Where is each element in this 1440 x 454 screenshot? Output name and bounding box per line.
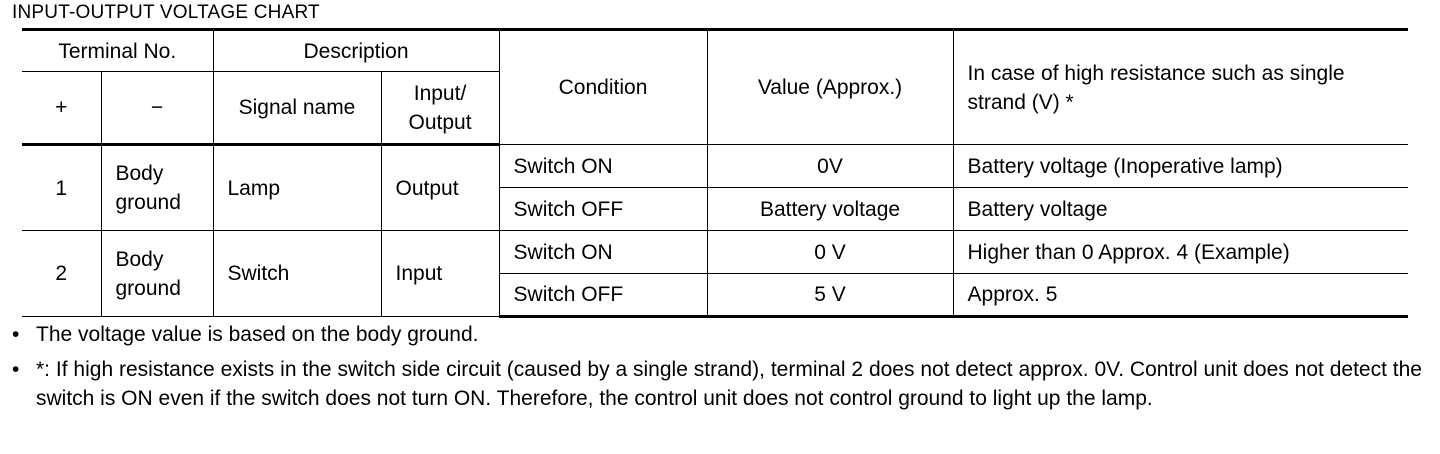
table-row: Switch OFF 5 V Approx. 5	[22, 273, 1409, 318]
condition-cell: Switch OFF	[498, 187, 708, 231]
high-resistance-cell: Approx. 5	[952, 273, 1409, 318]
note-text: The voltage value is based on the body g…	[36, 323, 479, 346]
table-row: 1 Body ground Lamp Output Switch ON 0V B…	[22, 144, 1409, 231]
high-resistance-cell: Battery voltage	[952, 187, 1409, 231]
chart-title: INPUT-OUTPUT VOLTAGE CHART	[12, 2, 320, 23]
terminal-plus-cell: 1	[22, 144, 102, 231]
value-cell: 0 V	[706, 230, 954, 274]
header-terminal-no: Terminal No.	[22, 28, 214, 72]
header-minus: −	[100, 71, 214, 146]
header-high-resistance: In case of high resistance such as singl…	[952, 28, 1409, 145]
list-item: • *: If high resistance exists in the sw…	[12, 355, 1422, 413]
signal-name-cell: Lamp	[212, 144, 382, 231]
terminal-minus-cell: Body ground	[100, 144, 214, 231]
list-item: • The voltage value is based on the body…	[12, 320, 1422, 349]
value-cell: 5 V	[706, 273, 954, 318]
header-signal-name: Signal name	[212, 71, 382, 146]
header-condition: Condition	[498, 28, 708, 145]
io-cell: Input	[380, 230, 500, 317]
header-plus: +	[22, 71, 102, 146]
io-cell: Output	[380, 144, 500, 231]
condition-cell: Switch ON	[498, 230, 708, 274]
header-input-output: Input/ Output	[380, 71, 500, 146]
value-cell: 0V	[706, 144, 954, 188]
condition-cell: Switch ON	[498, 144, 708, 188]
signal-name-cell: Switch	[212, 230, 382, 317]
voltage-chart-table: Terminal No. Description Condition Value…	[22, 28, 1409, 318]
header-row-2: + − Signal name Input/ Output	[22, 71, 1408, 146]
terminal-plus-cell: 2	[22, 230, 102, 317]
notes-list: • The voltage value is based on the body…	[12, 320, 1422, 419]
high-resistance-cell: Higher than 0 Approx. 4 (Example)	[952, 230, 1409, 274]
bullet-icon: •	[12, 323, 20, 346]
note-text: *: If high resistance exists in the swit…	[36, 358, 1422, 410]
terminal-minus-cell: Body ground	[100, 230, 214, 317]
bullet-icon: •	[12, 358, 20, 381]
header-value: Value (Approx.)	[706, 28, 954, 145]
header-description: Description	[212, 28, 500, 72]
header-row-1: Terminal No. Description Condition Value…	[22, 28, 1409, 145]
value-cell: Battery voltage	[706, 187, 954, 231]
high-resistance-cell: Battery voltage (Inoperative lamp)	[952, 144, 1409, 188]
table-row: 2 Body ground Switch Input Switch ON 0 V…	[22, 230, 1409, 317]
condition-cell: Switch OFF	[498, 273, 708, 318]
